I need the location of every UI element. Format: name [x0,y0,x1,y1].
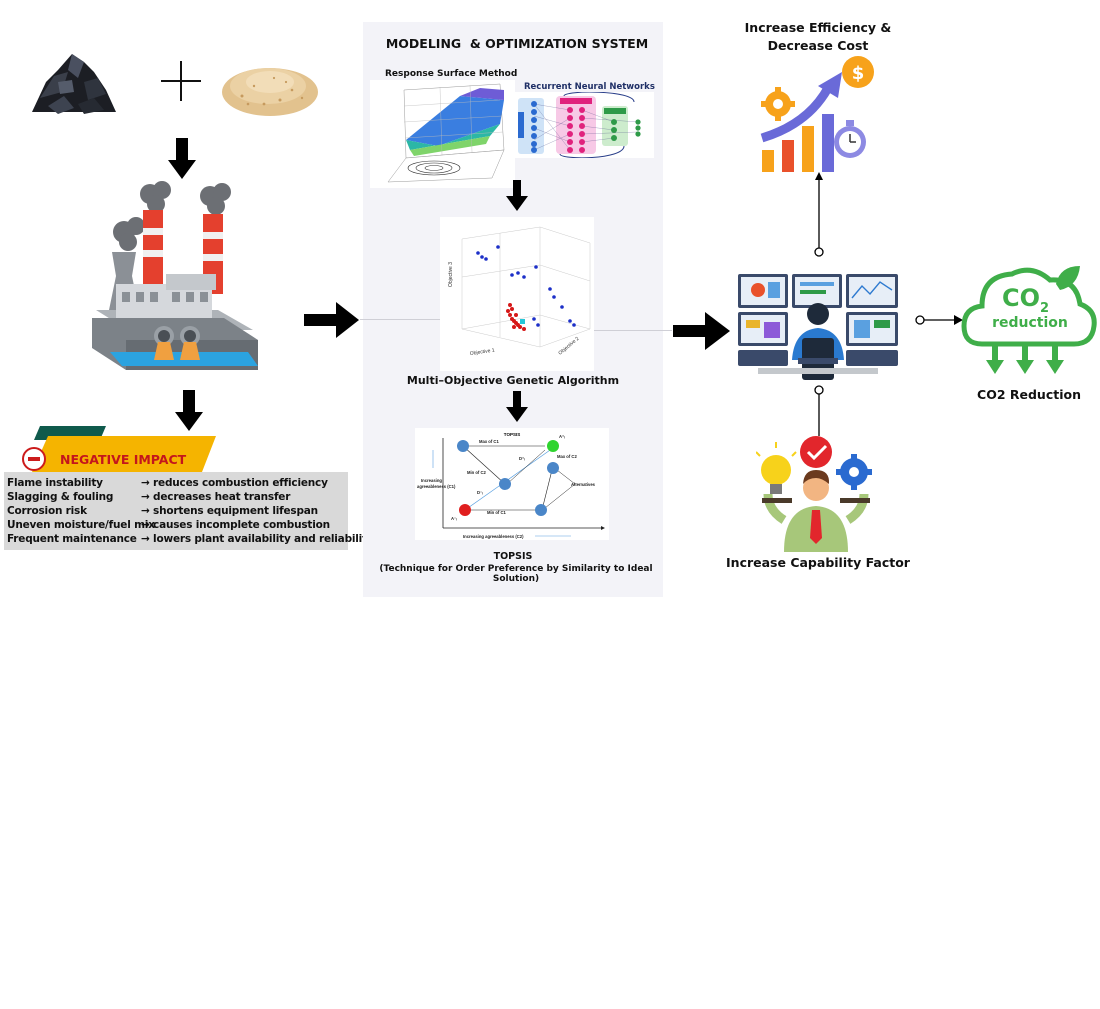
power-plant-icon [92,181,258,370]
idea-gear-person-icon [756,436,872,552]
biomass-pile-icon [222,68,318,116]
x-axis-label: Increasing agreeableness (C2) [463,534,524,539]
topsis-full-label: (Technique for Order Preference by Simil… [379,564,653,584]
svg-text:Objective 3: Objective 3 [448,262,454,287]
co2-cloud-icon [961,266,1097,374]
d-minus-label: D⁻ᵢ [477,490,483,495]
negative-impact-table: Flame instability → reduces combustion e… [4,472,374,550]
y-axis-label-2: agreeableness (C1) [417,484,456,489]
rsm-label: Response Surface Method [385,69,518,79]
a-plus-label: A⁺ᵢ [559,434,565,439]
impact-cause: Slagging & fouling [7,491,114,503]
min-c2-label: Min of C2 [467,470,487,475]
topsis-figure: TOPSIS Max of C1 Max of C2 Min of C2 Min… [415,428,609,540]
arrow-right-icon [304,302,359,338]
co2-badge-word: reduction [992,315,1068,331]
impact-effect: → decreases heat transfer [141,491,291,503]
plus-icon [161,61,201,101]
negative-impact-title: NEGATIVE IMPACT [60,452,187,467]
connector-up-arrow [814,172,824,257]
d-plus-label: D⁺ᵢ [519,456,525,461]
co2-badge-text: CO [1002,284,1041,312]
arrow-down-icon [175,390,203,431]
co2-reduction-label: CO2 Reduction [977,387,1081,402]
arrow-down-icon [506,180,528,211]
min-c1-label: Min of C1 [487,510,507,515]
rnn-network-figure [514,92,654,158]
impact-cause: Frequent maintenance [7,533,137,545]
connector-line [594,330,672,331]
rnn-label: Recurrent Neural Networks [524,82,655,92]
impact-effect: → lowers plant availability and reliabil… [141,533,374,545]
impact-effect: → reduces combustion efficiency [141,477,328,489]
control-room-operator-icon [738,274,898,380]
rsm-surface-figure [370,80,515,188]
efficiency-label-line2: Decrease Cost [767,38,869,53]
max-c1-label: Max of C1 [479,439,499,444]
coal-pile-icon [32,54,116,114]
efficiency-label-line1: Increase Efficiency & [744,20,892,35]
connector-down-line [814,385,824,436]
alternatives-label: Alternatives [571,482,596,487]
impact-cause: Uneven moisture/fuel mix [7,519,155,531]
connector-line [360,319,440,320]
negative-impact-banner [22,426,216,472]
impact-cause: Flame instability [7,477,103,489]
y-axis-label-1: Increasing [421,478,442,483]
impact-cause: Corrosion risk [7,505,87,517]
growth-chart-icon: $ [760,56,874,172]
impact-effect: → shortens equipment lifespan [141,505,318,517]
connector-right-arrow [915,315,963,325]
moga-pareto-figure: Objective 3 Objective 1 Objective 2 [440,217,594,371]
svg-text:$: $ [852,63,865,84]
moga-label: Multi–Objective Genetic Algorithm [406,374,620,387]
topsis-label: TOPSIS [493,551,533,562]
system-title: MODELING & OPTIMIZATION SYSTEM [385,36,649,51]
svg-text:Objective 1: Objective 1 [469,348,495,357]
arrow-down-icon [506,391,528,422]
capability-label: Increase Capability Factor [726,555,910,570]
co2-badge-main: CO2 [1002,284,1049,316]
a-minus-label: A⁻ᵢ [451,516,457,521]
co2-badge-sub: 2 [1040,300,1050,316]
arrow-down-icon [168,138,196,179]
svg-text:Objective 2: Objective 2 [557,336,580,357]
topsis-chart-title: TOPSIS [504,432,520,437]
arrow-right-icon [673,312,730,350]
impact-effect: → causes incomplete combustion [141,519,330,531]
max-c2-label: Max of C2 [557,454,577,459]
